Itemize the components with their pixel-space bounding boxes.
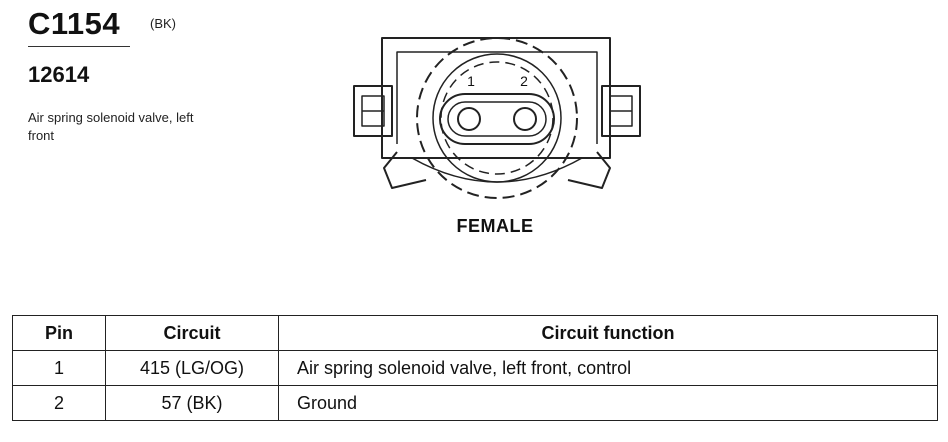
cell-circuit: 57 (BK)	[105, 385, 279, 421]
pin-2-contact	[513, 107, 537, 131]
table-row: 2 57 (BK) Ground	[12, 385, 938, 421]
connector-color-code: (BK)	[150, 16, 176, 31]
part-number: 12614	[28, 62, 90, 87]
cell-function: Air spring solenoid valve, left front, c…	[278, 350, 938, 386]
connector-description: Air spring solenoid valve, left front	[28, 110, 194, 143]
housing-inner-outline	[396, 51, 598, 144]
left-latch	[353, 85, 393, 137]
connector-face-diagram: 1 2	[353, 37, 641, 199]
pin-cavity-outer	[439, 93, 555, 145]
header-circuit-function: Circuit function	[278, 315, 938, 351]
connector-gender-label: FEMALE	[456, 216, 534, 236]
cell-function: Ground	[278, 385, 938, 421]
pin-cavity-inner	[447, 101, 547, 137]
cell-pin: 2	[12, 385, 106, 421]
table-header-row: Pin Circuit Circuit function	[12, 315, 938, 351]
cell-pin: 1	[12, 350, 106, 386]
left-foot	[383, 151, 427, 189]
seal-ring-outer	[416, 37, 578, 199]
cell-circuit: 415 (LG/OG)	[105, 350, 279, 386]
title-underline	[28, 46, 130, 47]
pin-1-label: 1	[467, 73, 475, 89]
table-row: 1 415 (LG/OG) Air spring solenoid valve,…	[12, 350, 938, 386]
pin-2-label: 2	[520, 73, 528, 89]
right-latch	[601, 85, 641, 137]
connector-id: C1154	[28, 6, 121, 41]
pin-function-table: Pin Circuit Circuit function 1 415 (LG/O…	[12, 315, 938, 421]
connector-housing	[381, 37, 611, 159]
header-pin: Pin	[12, 315, 106, 351]
right-foot	[567, 151, 611, 189]
pin-1-contact	[457, 107, 481, 131]
seal-ring-inner	[432, 53, 562, 183]
header-circuit: Circuit	[105, 315, 279, 351]
